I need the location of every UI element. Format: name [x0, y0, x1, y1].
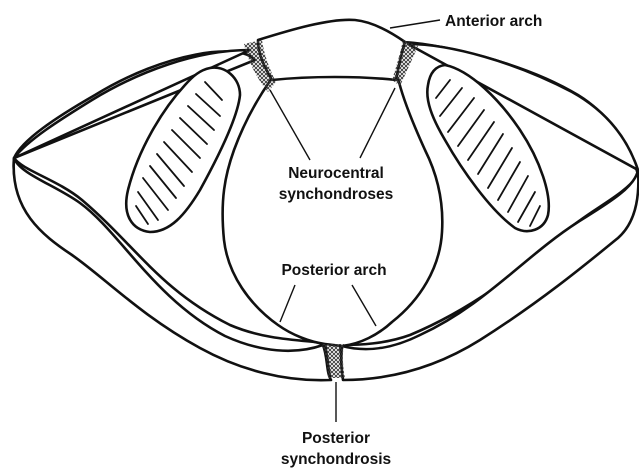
- anterior-arch-leader: [390, 20, 440, 28]
- label-neurocentral-line1: Neurocentral: [288, 165, 384, 182]
- label-posterior-synchondrosis-line2: synchondrosis: [281, 451, 391, 468]
- label-posterior-synchondrosis-line1: Posterior: [302, 430, 370, 447]
- label-anterior-arch: Anterior arch: [445, 13, 542, 30]
- vertebral-foramen: [223, 76, 443, 346]
- label-posterior-arch: Posterior arch: [281, 262, 386, 279]
- anterior-arch: [258, 20, 405, 80]
- label-neurocentral-line2: synchondroses: [279, 186, 394, 203]
